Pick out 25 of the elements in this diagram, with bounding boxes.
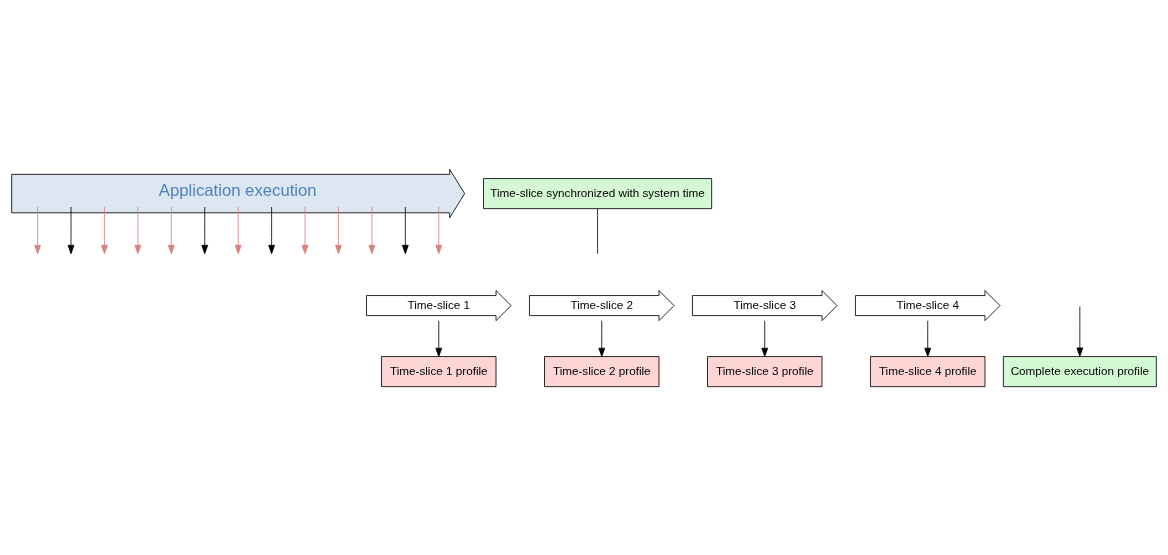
node-box: Complete execution profile [1002, 355, 1157, 387]
node-box: Time-slice 2 profile [544, 355, 660, 387]
arrow [761, 319, 769, 357]
arrow [167, 206, 175, 254]
arrow [201, 206, 209, 254]
arrow [368, 206, 376, 254]
node-box: Time-slice 4 profile [870, 355, 986, 387]
arrow [134, 206, 142, 254]
node-box: Time-slice 3 profile [707, 355, 823, 387]
arrow [268, 206, 275, 254]
connector [597, 207, 598, 254]
arrow [335, 206, 342, 254]
arrow [924, 319, 932, 357]
arrow [101, 206, 108, 254]
arrow [67, 206, 75, 254]
arrow [435, 319, 443, 357]
arrow [402, 206, 409, 254]
node-box: Time-slice 1 profile [381, 355, 497, 387]
arrow [1076, 305, 1084, 357]
arrow [598, 319, 606, 357]
arrow [34, 206, 41, 254]
arrow [234, 206, 242, 254]
node-box: Time-slice synchronized with system time [483, 177, 713, 209]
arrow [435, 206, 443, 254]
arrow [301, 206, 309, 254]
